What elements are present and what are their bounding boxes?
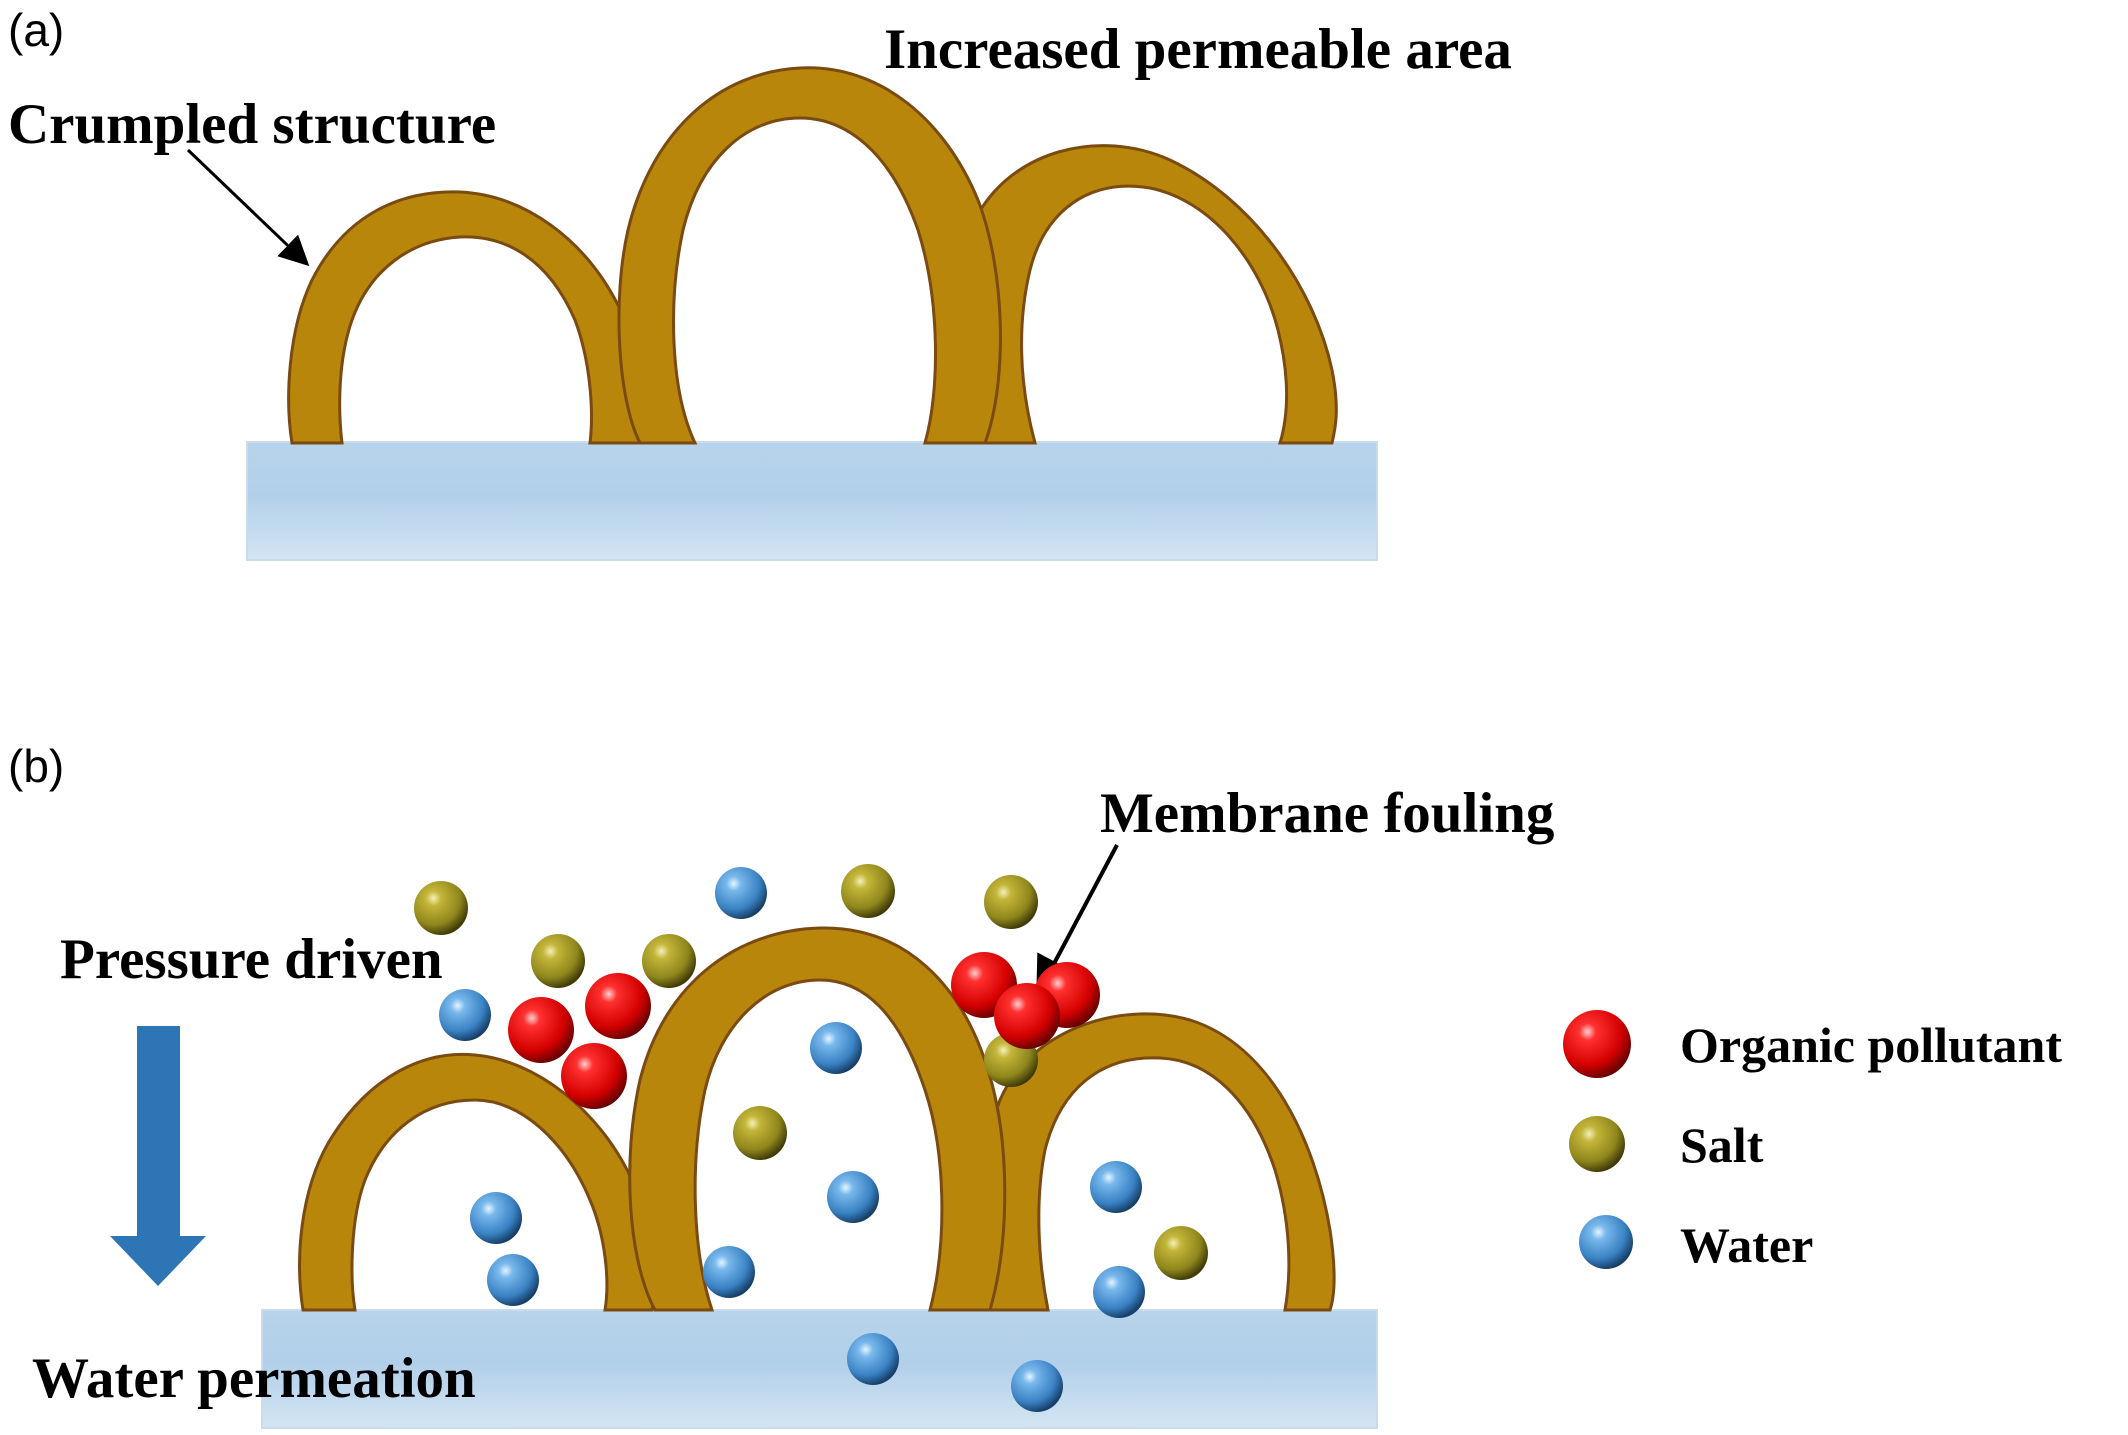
organic-particle	[561, 1043, 627, 1109]
salt-legend-marker	[1569, 1116, 1625, 1172]
water-particle	[1090, 1161, 1142, 1213]
permeable-area-label: Increased permeable area	[884, 18, 1512, 81]
membrane-fouling-label: Membrane fouling	[1100, 782, 1554, 845]
salt-particle	[984, 875, 1038, 929]
water-particle	[715, 867, 767, 919]
water-permeation-label: Water permeation	[32, 1347, 476, 1410]
pressure-driven-label: Pressure driven	[60, 928, 443, 991]
salt-particle	[414, 881, 468, 935]
organic-particle	[508, 997, 574, 1063]
legend-item-salt: Salt	[1569, 1116, 1764, 1173]
panel-b: (b) Membrane fouling Pressure driven Wat…	[8, 740, 2062, 1429]
crumple-middle-a	[617, 66, 1002, 445]
particles	[414, 864, 1208, 1412]
crumple-left-a	[287, 190, 644, 445]
water-particle	[847, 1333, 899, 1385]
panel-b-label: (b)	[8, 740, 64, 792]
legend-item-organic: Organic pollutant	[1563, 1010, 2062, 1078]
water-particle	[827, 1171, 879, 1223]
legend: Organic pollutant Salt Water	[1563, 1010, 2062, 1273]
substrate-b	[261, 1309, 1378, 1429]
panel-a-label: (a)	[8, 4, 64, 56]
water-particle	[703, 1246, 755, 1298]
salt-particle	[642, 934, 696, 988]
salt-particle	[1154, 1226, 1208, 1280]
water-particle	[439, 989, 491, 1041]
water-particle	[487, 1254, 539, 1306]
salt-particle	[733, 1106, 787, 1160]
legend-label: Salt	[1680, 1117, 1764, 1173]
substrate-a	[246, 441, 1378, 561]
pressure-arrow	[110, 1026, 206, 1286]
organic-legend-marker	[1563, 1010, 1631, 1078]
legend-label: Water	[1680, 1217, 1813, 1273]
crumpled-pointer-arrow	[186, 148, 310, 267]
water-particle	[1093, 1266, 1145, 1318]
crumple-right-a	[950, 144, 1338, 445]
legend-item-water: Water	[1579, 1215, 1813, 1273]
water-particle	[1011, 1360, 1063, 1412]
salt-particle	[841, 864, 895, 918]
panel-a: (a) Crumpled structure Increased permeab…	[8, 4, 1512, 561]
crumpled-structure-label: Crumpled structure	[8, 93, 496, 156]
legend-label: Organic pollutant	[1680, 1017, 2062, 1073]
salt-particle	[531, 934, 585, 988]
water-particle	[810, 1022, 862, 1074]
water-legend-marker	[1579, 1215, 1633, 1269]
water-particle	[470, 1192, 522, 1244]
organic-particle	[585, 973, 651, 1039]
crumple-middle-b	[628, 926, 1007, 1312]
organic-particle	[994, 983, 1060, 1049]
